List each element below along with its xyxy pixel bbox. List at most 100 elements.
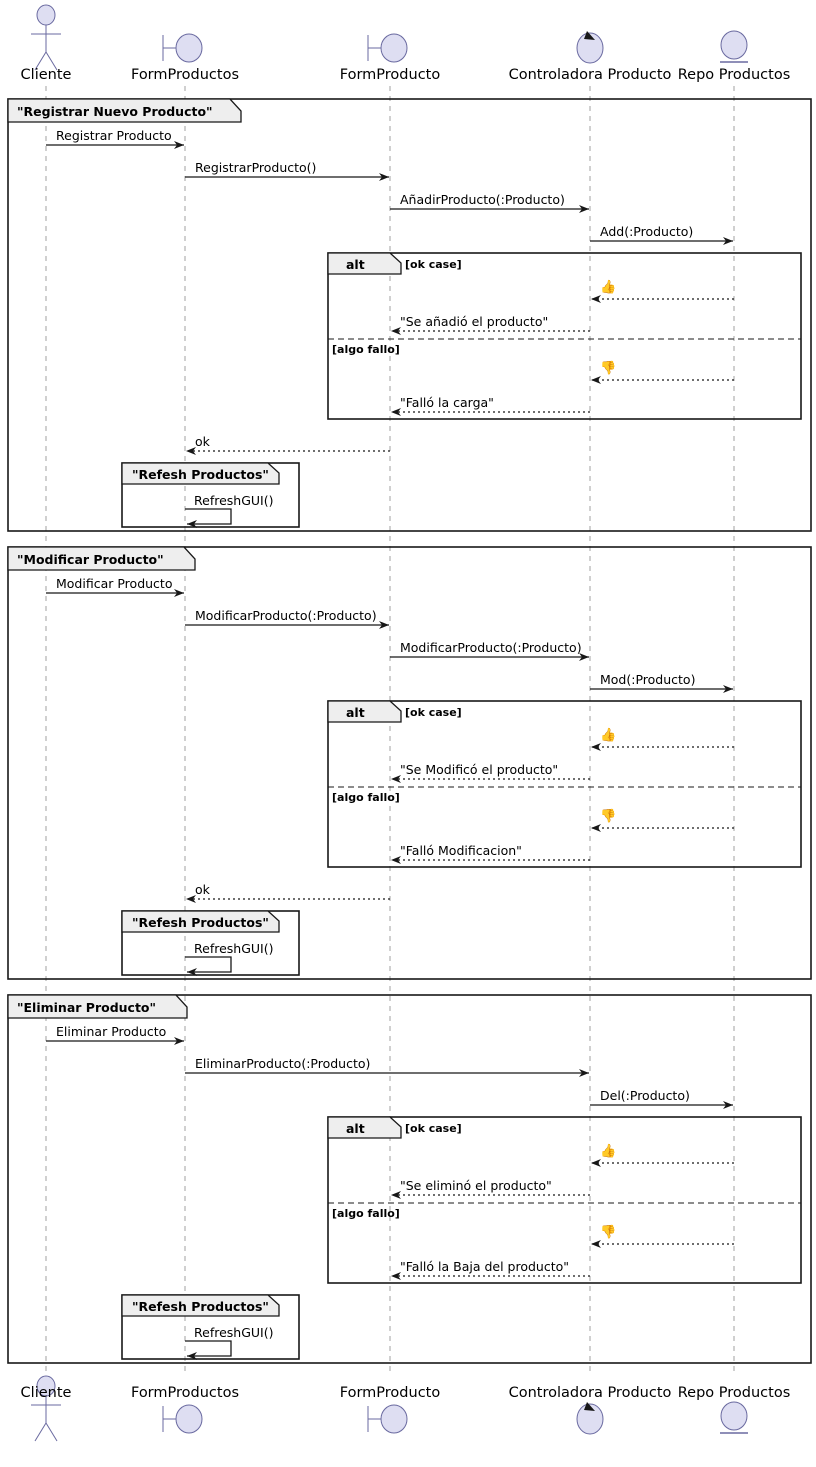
group-title-group-registrar: "Registrar Nuevo Producto": [17, 103, 213, 119]
entity-circle: [720, 1401, 748, 1431]
message-label: "Falló Modificacion": [400, 843, 522, 858]
message-label: 👍: [600, 728, 617, 743]
alt-guard-group-eliminar-1: [algo fallo]: [332, 1207, 400, 1220]
boundary-circle: [380, 1404, 408, 1434]
fragment-header: [327, 700, 402, 723]
alt-frame-group-registrar: [327, 252, 802, 420]
group-frame-group-eliminar: [7, 994, 812, 1364]
actor-head: [36, 4, 56, 26]
message-label: Del(:Producto): [600, 1088, 690, 1103]
message-label: AñadirProducto(:Producto): [400, 192, 565, 207]
entity-circle: [720, 30, 748, 60]
boundary-icon-formproducto-foot: [367, 1404, 408, 1434]
fragment-header: [7, 546, 196, 571]
self-message-label-group-eliminar: RefreshGUI(): [194, 1325, 274, 1340]
fragment-header: [7, 98, 242, 123]
fragment-border: [7, 546, 812, 980]
fragment-border: [7, 98, 812, 532]
messages-layer: [46, 141, 734, 1360]
alt-operator-group-eliminar: alt: [346, 1120, 365, 1136]
control-icon-controladora-foot: [576, 1402, 604, 1435]
fragment-border: [327, 252, 802, 420]
fragment-border: [327, 1116, 802, 1284]
participant-name-formproducto: FormProducto: [339, 67, 441, 83]
lifelines-layer: [45, 86, 735, 1375]
alt-guard-group-eliminar-0: [ok case]: [405, 1122, 462, 1135]
participant-name-foot-cliente: Cliente: [20, 1385, 72, 1401]
fragment-header: [121, 1294, 280, 1317]
boundary-circle: [175, 33, 203, 63]
loop-frame-group-modificar: [121, 910, 300, 976]
message-label: "Se añadió el producto": [400, 314, 549, 329]
boundary-icon-formproductos-foot: [162, 1404, 203, 1434]
message-label: 👍: [600, 280, 617, 295]
message-label: ModificarProducto(:Producto): [195, 608, 377, 623]
self-message-group-modificar: [185, 956, 232, 976]
message-label: ok: [195, 434, 210, 449]
message-label: "Se eliminó el producto": [400, 1178, 552, 1193]
participant-name-repo: Repo Productos: [677, 67, 791, 83]
control-arrow: [584, 1402, 595, 1411]
self-message-arrow: [185, 956, 232, 976]
group-title-group-modificar: "Modificar Producto": [17, 551, 164, 567]
message-label: "Falló la carga": [400, 395, 494, 410]
fragment-header: [7, 994, 188, 1019]
message-label: 👎: [600, 1225, 617, 1240]
control-circle: [576, 32, 604, 64]
participant-heads-layer: [31, 4, 748, 1442]
fragment-border: [7, 994, 812, 1364]
boundary-icon-formproducto-head: [367, 33, 408, 63]
loop-title-group-modificar: "Refesh Productos": [132, 914, 269, 930]
fragment-header: [121, 910, 280, 933]
participant-name-foot-controladora: Controladora Producto: [508, 1385, 672, 1401]
actor-leg-left: [34, 51, 47, 71]
alt-guard-group-modificar-1: [algo fallo]: [332, 791, 400, 804]
message-label: 👎: [600, 809, 617, 824]
fragment-border: [327, 700, 802, 868]
boundary-circle: [380, 33, 408, 63]
actor-leg-right: [45, 51, 58, 71]
participant-name-cliente: Cliente: [20, 67, 72, 83]
loop-title-group-registrar: "Refesh Productos": [132, 466, 269, 482]
message-label: 👍: [600, 1144, 617, 1159]
alt-guard-group-registrar-1: [algo fallo]: [332, 343, 400, 356]
actor-icon-cliente-foot: [31, 1375, 61, 1442]
participant-name-foot-formproductos: FormProductos: [130, 1385, 240, 1401]
self-message-arrow: [185, 1340, 232, 1360]
fragment-header: [121, 462, 280, 485]
alt-frame-group-modificar: [327, 700, 802, 868]
control-circle: [576, 1403, 604, 1435]
self-message-label-group-registrar: RefreshGUI(): [194, 493, 274, 508]
self-message-group-eliminar: [185, 1340, 232, 1360]
message-label: 👎: [600, 361, 617, 376]
group-title-group-eliminar: "Eliminar Producto": [17, 999, 157, 1015]
message-label: Mod(:Producto): [600, 672, 696, 687]
loop-frame-group-eliminar: [121, 1294, 300, 1360]
fragments-layer: [7, 98, 812, 1364]
alt-operator-group-modificar: alt: [346, 704, 365, 720]
entity-icon-repo-foot: [720, 1401, 748, 1434]
boundary-icon-formproductos-head: [162, 33, 203, 63]
alt-guard-group-modificar-0: [ok case]: [405, 706, 462, 719]
message-label: Eliminar Producto: [56, 1024, 167, 1039]
message-label: Registrar Producto: [56, 128, 172, 143]
participant-name-formproductos: FormProductos: [130, 67, 240, 83]
message-label: ok: [195, 882, 210, 897]
group-frame-group-modificar: [7, 546, 812, 980]
loop-frame-group-registrar: [121, 462, 300, 528]
self-message-label-group-modificar: RefreshGUI(): [194, 941, 274, 956]
self-message-arrow: [185, 508, 232, 528]
message-label: ModificarProducto(:Producto): [400, 640, 582, 655]
control-icon-controladora-head: [576, 31, 604, 64]
alt-frame-group-eliminar: [327, 1116, 802, 1284]
boundary-circle: [175, 1404, 203, 1434]
alt-operator-group-registrar: alt: [346, 256, 365, 272]
message-label: EliminarProducto(:Producto): [195, 1056, 371, 1071]
fragment-header: [327, 1116, 402, 1139]
actor-leg-right: [45, 1422, 58, 1442]
actor-leg-left: [34, 1422, 47, 1442]
message-label: Add(:Producto): [600, 224, 694, 239]
control-arrow: [584, 31, 595, 40]
